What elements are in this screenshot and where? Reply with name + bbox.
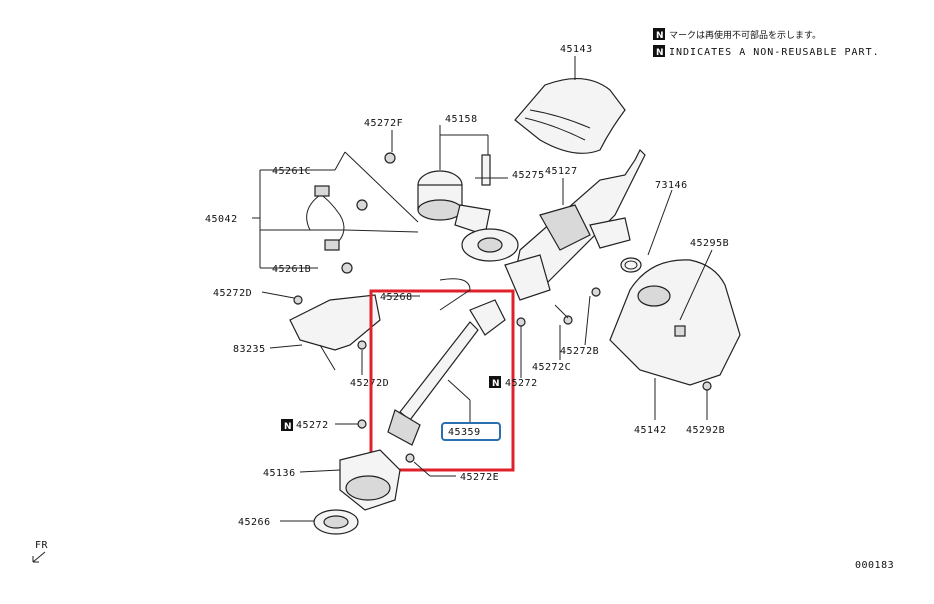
ring-73146[interactable] (620, 257, 642, 273)
label-45142[interactable]: 45142 (634, 425, 667, 436)
boot-45136[interactable] (339, 449, 401, 511)
label-45275[interactable]: 45275 (512, 170, 545, 181)
label-45272F[interactable]: 45272F (364, 118, 403, 129)
diagram-code: 000183 (855, 560, 894, 571)
label-45158[interactable]: 45158 (445, 114, 478, 125)
label-45359[interactable]: 45359 (448, 427, 481, 438)
svg-text:N: N (284, 422, 292, 432)
bolt-45272-b[interactable] (516, 317, 526, 327)
label-45295B[interactable]: 45295B (690, 238, 729, 249)
label-45042[interactable]: 45042 (205, 214, 238, 225)
label-45268[interactable]: 45268 (380, 292, 413, 303)
bolt-45272C[interactable] (563, 315, 573, 325)
label-83235[interactable]: 83235 (233, 344, 266, 355)
band-45268[interactable] (439, 278, 471, 311)
front-direction-icon: FR (32, 540, 49, 563)
note-jp: マークは再使用不可部品を示します。 (669, 29, 821, 41)
intermediate-shaft[interactable] (387, 299, 506, 446)
bracket-83235[interactable] (289, 294, 381, 371)
label-45261C[interactable]: 45261C (272, 166, 311, 177)
label-45136[interactable]: 45136 (263, 468, 296, 479)
label-45143[interactable]: 45143 (560, 44, 593, 55)
column-cover-lower[interactable] (609, 259, 741, 386)
legend-note: N マークは再使用不可部品を示します。 N INDICATES A NON-RE… (653, 28, 880, 58)
bolt-45272D-a[interactable] (293, 295, 303, 305)
label-45127[interactable]: 45127 (545, 166, 578, 177)
label-45272D-b[interactable]: 45272D (350, 378, 389, 389)
bolt-45272E[interactable] (405, 453, 415, 463)
label-73146[interactable]: 73146 (655, 180, 688, 191)
label-45272B[interactable]: 45272B (560, 346, 599, 357)
bolt-45272D-b[interactable] (357, 340, 367, 350)
label-45272C[interactable]: 45272C (532, 362, 571, 373)
bolt-45272F[interactable] (384, 152, 396, 164)
label-45292B[interactable]: 45292B (686, 425, 725, 436)
label-45261B[interactable]: 45261B (272, 264, 311, 275)
svg-text:N: N (656, 48, 664, 58)
bolt-45272-a[interactable] (357, 419, 367, 429)
column-cover-upper[interactable] (514, 77, 626, 154)
switch-assembly[interactable] (417, 154, 491, 236)
label-45272D-a[interactable]: 45272D (213, 288, 252, 299)
label-45266[interactable]: 45266 (238, 517, 271, 528)
label-45272-a[interactable]: 45272 (296, 420, 329, 431)
screw-45292B[interactable] (702, 381, 712, 391)
harness-group[interactable] (306, 185, 368, 274)
non-reusable-symbol-jp (653, 28, 665, 40)
steering-column[interactable] (504, 148, 646, 301)
note-en: INDICATES A NON-REUSABLE PART. (669, 47, 880, 58)
svg-text:N: N (492, 379, 500, 389)
selected-part-box[interactable] (441, 422, 501, 441)
bolt-45272B[interactable] (591, 287, 601, 297)
highlight-frame (369, 289, 515, 472)
label-45272E[interactable]: 45272E (460, 472, 499, 483)
svg-text:FR: FR (35, 540, 49, 551)
spiral-cable[interactable] (461, 228, 519, 262)
svg-text:N: N (656, 31, 664, 41)
non-reusable-symbol-en (653, 45, 665, 57)
label-45272-b[interactable]: 45272 (505, 378, 538, 389)
seal-45266[interactable] (313, 509, 359, 535)
